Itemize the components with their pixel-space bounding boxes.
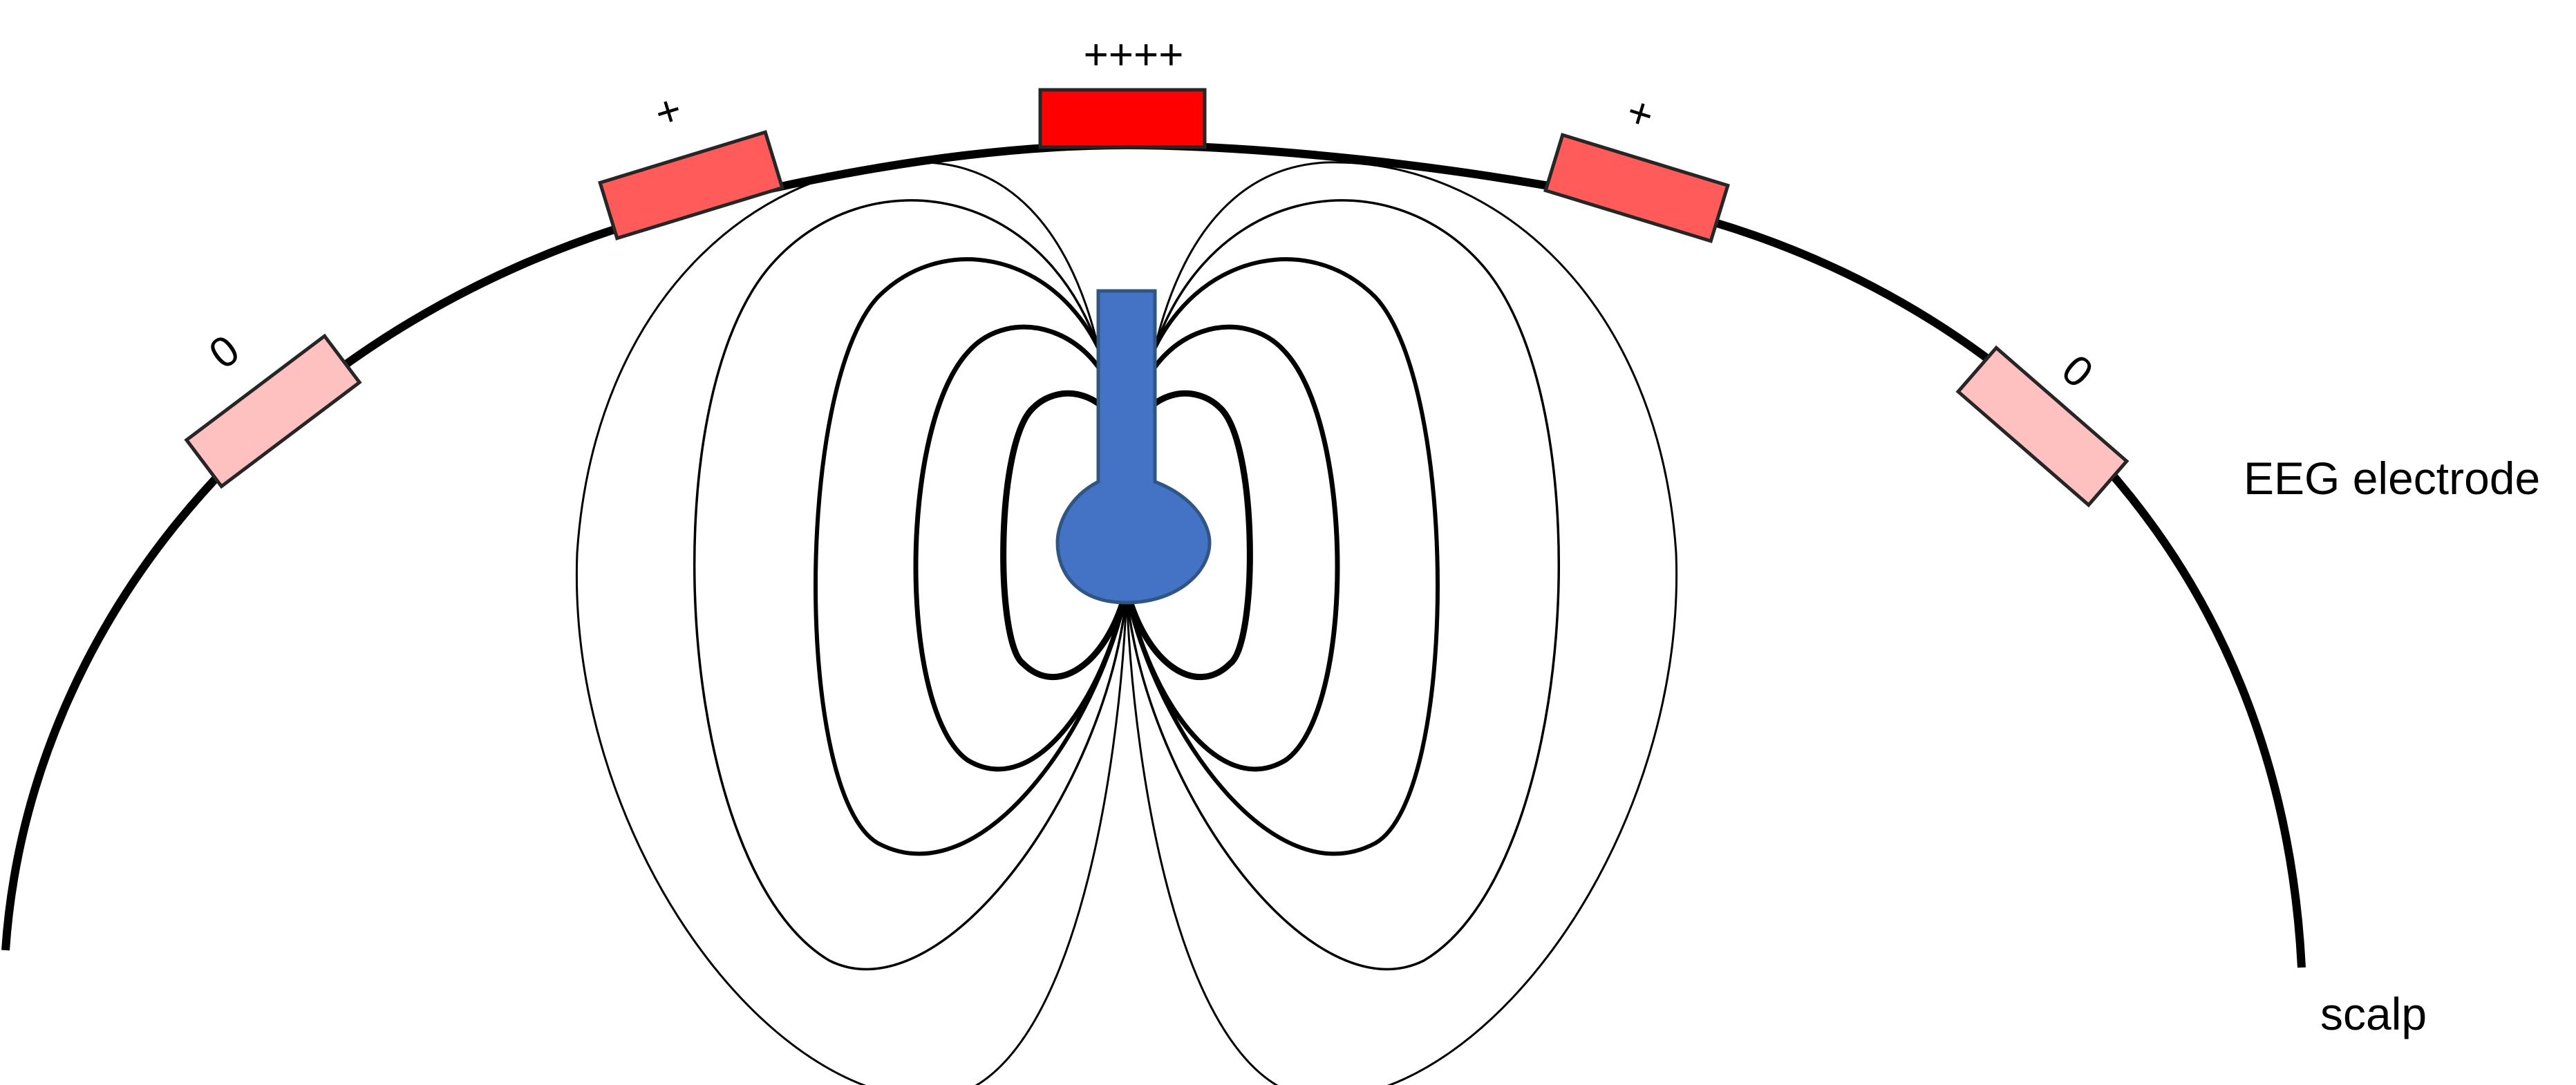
- scalp-label: scalp: [2320, 988, 2427, 1039]
- field-lines: [575, 161, 1678, 1085]
- field-line-right-1: [1125, 390, 1253, 680]
- neuron-body: [1055, 289, 1212, 605]
- electrode-center: [1038, 88, 1207, 149]
- neuron-icon: [1055, 289, 1212, 605]
- charge-label-left: +: [650, 85, 688, 138]
- charge-label-right: +: [1621, 87, 1660, 140]
- charge-label-center: ++++: [1084, 31, 1184, 79]
- field-line-left-4: [693, 199, 1128, 971]
- field-line-left-5: [575, 161, 1128, 1085]
- field-line-right-5: [1125, 161, 1678, 1085]
- field-line-left-2: [913, 324, 1128, 772]
- field-line-left-1: [1000, 390, 1129, 680]
- electrode-left: [598, 130, 784, 240]
- field-line-right-2: [1125, 324, 1340, 772]
- charge-label-far-right: 0: [2053, 346, 2102, 397]
- electrode-right: [1543, 133, 1730, 243]
- electrode-label: EEG electrode: [2244, 453, 2540, 504]
- electrode-far-right: [1955, 345, 2130, 508]
- charge-label-far-left: 0: [200, 326, 248, 379]
- field-line-right-4: [1125, 199, 1560, 971]
- electrode-far-left: [184, 333, 362, 489]
- field-line-left-3: [814, 257, 1127, 856]
- field-line-right-3: [1126, 257, 1440, 856]
